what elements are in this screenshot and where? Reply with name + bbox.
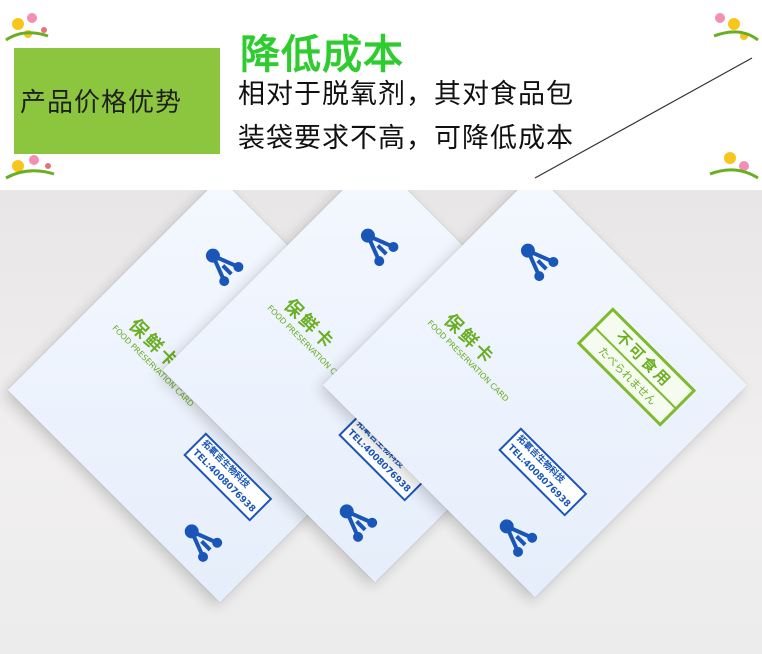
preservation-card: 不可食用 たべられません 保鲜卡 FOOD PRESERVATION CARD …: [322, 190, 748, 598]
badge-label: 产品价格优势: [20, 88, 183, 118]
description-line-2: 装袋要求不高，可降低成本: [238, 123, 574, 154]
not-edible-stamp: 不可食用 たべられません: [576, 307, 697, 427]
preservation-card: 不可食用 たべられません 保鲜卡 FOOD PRESERVATION CARD …: [7, 190, 433, 603]
company-box: 拓氧吉生物科技 TEL:4008076938: [498, 427, 588, 517]
promo-banner: 产品价格优势 降低成本 相对于脱氧剂，其对食品包 装袋要求不高，可降低成本: [0, 0, 762, 190]
flower-decoration-icon: [713, 13, 759, 42]
brand-logo-icon: [184, 524, 223, 562]
flower-decoration-icon: [709, 152, 759, 180]
flower-decoration-icon: [5, 155, 55, 180]
headline: 降低成本: [240, 32, 404, 78]
decorative-diagonal-line: [534, 57, 753, 179]
brand-logo-icon: [520, 243, 559, 282]
brand-logo-icon: [360, 228, 399, 267]
description-line-1: 相对于脱氧剂，其对食品包: [238, 79, 574, 110]
brand-logo-icon: [499, 519, 538, 557]
preservation-card: 不可食用 たべられません 保鲜卡 FOOD PRESERVATION CARD …: [162, 190, 588, 583]
brand-logo-icon: [339, 504, 378, 542]
brand-logo-icon: [205, 248, 244, 287]
badge-background: [14, 48, 220, 154]
flower-decoration-icon: [5, 13, 49, 42]
product-photo: 不可食用 たべられません 保鲜卡 FOOD PRESERVATION CARD …: [0, 190, 762, 654]
